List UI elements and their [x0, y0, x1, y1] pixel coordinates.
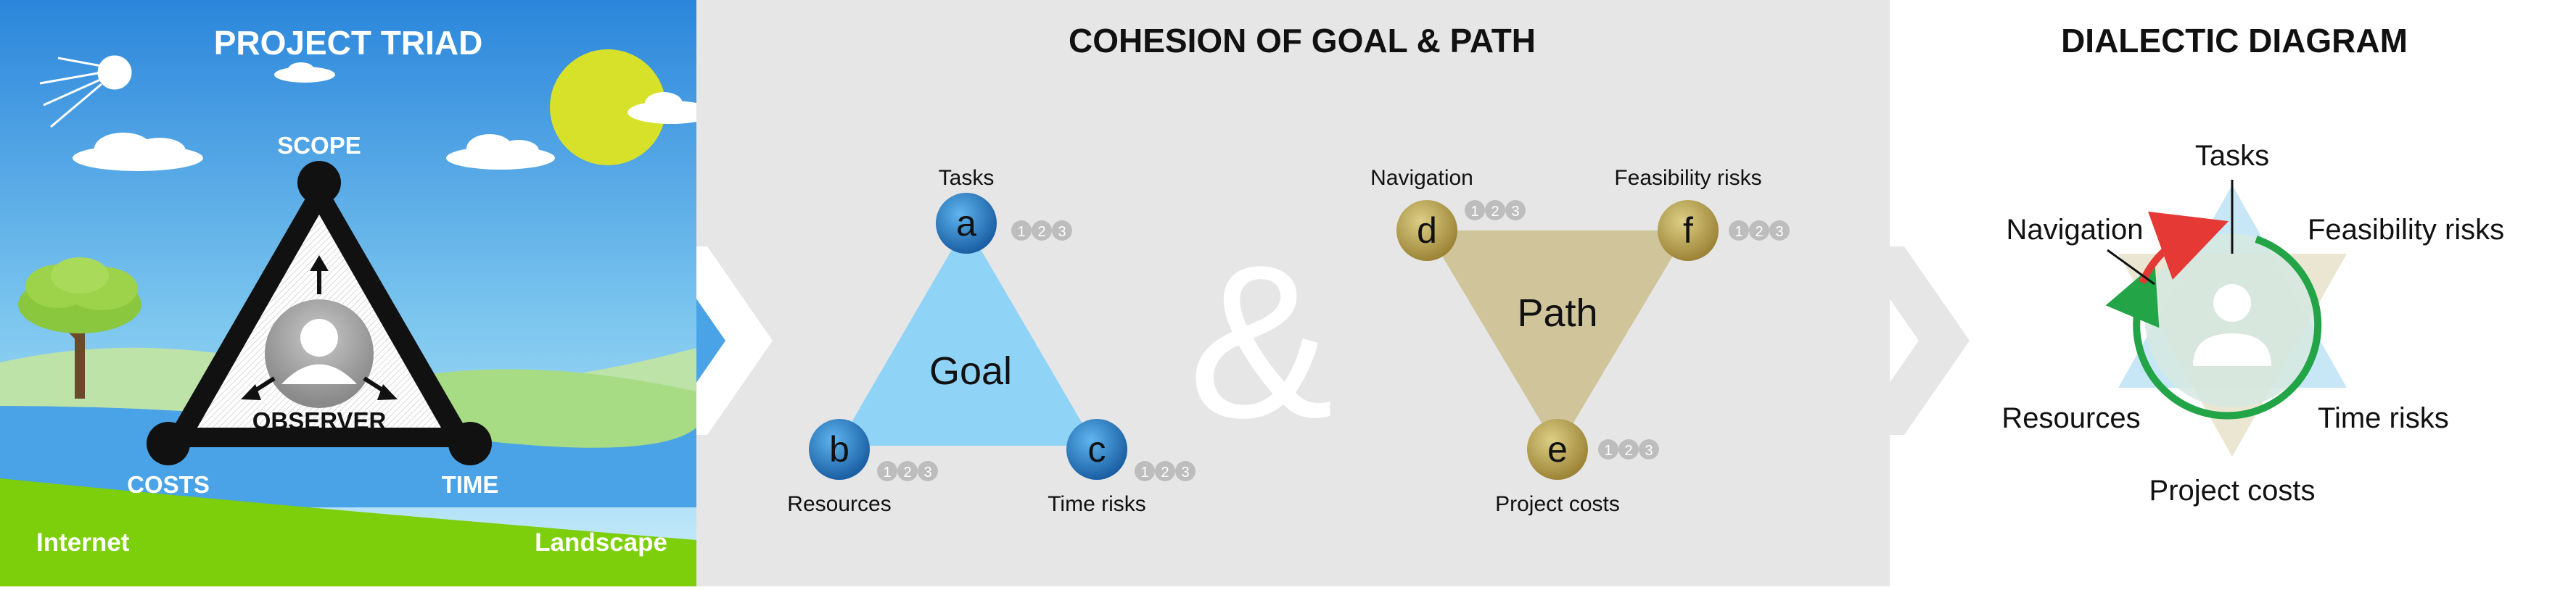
svg-text:1: 1: [1604, 443, 1612, 459]
node-e: e: [1527, 419, 1588, 480]
node-b: b: [809, 419, 870, 480]
dialectic-feasibility-risks: Feasibility risks: [2308, 214, 2504, 246]
dialectic-diagram: DIALECTIC DIAGRAM Tasks Navigation Feasi…: [1853, 22, 2504, 507]
panel2-title: COHESION OF GOAL & PATH: [1069, 22, 1536, 59]
svg-text:3: 3: [1058, 224, 1066, 240]
svg-text:2: 2: [1624, 443, 1632, 459]
dialectic-panel: DIALECTIC DIAGRAM Tasks Navigation Feasi…: [1853, 0, 2576, 586]
counter-badges-a: 1 2 3: [1011, 220, 1072, 241]
satellite-icon: [39, 55, 132, 128]
landscape-label: Landscape: [535, 528, 667, 557]
chevron-right-icon: [660, 246, 773, 435]
caption-feasibility-risks: Feasibility risks: [1614, 166, 1761, 190]
counter-badges-d: 1 2 3: [1465, 200, 1526, 220]
panel3-title: DIALECTIC DIAGRAM: [2061, 22, 2408, 59]
node-f: f: [1658, 200, 1719, 261]
svg-text:e: e: [1547, 429, 1568, 470]
svg-text:2: 2: [1161, 465, 1169, 481]
counter-badges-b: 1 2 3: [877, 461, 938, 481]
green-cycle-arrow: [2105, 236, 2322, 420]
counter-badges-f: 1 2 3: [1729, 220, 1790, 241]
goal-label: Goal: [929, 349, 1012, 393]
counter-badges-e: 1 2 3: [1598, 439, 1659, 460]
time-node: [448, 422, 492, 465]
svg-text:1: 1: [1140, 465, 1148, 481]
svg-text:2: 2: [903, 465, 911, 481]
scope-node: [297, 161, 341, 204]
svg-text:d: d: [1417, 210, 1437, 251]
costs-node: [147, 422, 190, 465]
svg-text:1: 1: [1470, 204, 1478, 220]
chevron-right-icon: [1853, 246, 1970, 435]
internet-label: Internet: [36, 528, 130, 557]
svg-text:1: 1: [883, 465, 891, 481]
svg-text:3: 3: [1511, 204, 1519, 220]
node-c: c: [1066, 419, 1127, 480]
scope-label: SCOPE: [277, 132, 361, 159]
svg-text:3: 3: [923, 465, 931, 481]
node-a: a: [936, 193, 997, 254]
dialectic-project-costs: Project costs: [2149, 475, 2316, 507]
dialectic-tasks: Tasks: [2195, 140, 2269, 172]
person-icon: [2193, 284, 2271, 366]
panel1-title: PROJECT TRIAD: [214, 24, 483, 62]
svg-text:f: f: [1683, 210, 1693, 251]
goal-path-diagram: COHESION OF GOAL & PATH Goal a Tasks 1 2…: [660, 22, 1890, 516]
dialectic-time-risks: Time risks: [2318, 402, 2449, 434]
svg-text:1: 1: [1735, 224, 1742, 240]
counter-badges-c: 1 2 3: [1135, 461, 1196, 481]
observer-icon: [241, 255, 398, 408]
goal-path-panel: COHESION OF GOAL & PATH Goal a Tasks 1 2…: [660, 0, 1890, 586]
caption-resources: Resources: [787, 492, 891, 516]
svg-text:c: c: [1088, 429, 1106, 470]
svg-text:1: 1: [1017, 224, 1025, 240]
svg-text:3: 3: [1181, 465, 1189, 481]
project-triad-panel: PROJECT TRIAD SCOPE OBSERVER COSTS TIME …: [0, 0, 715, 586]
ampersand: &: [1188, 220, 1333, 463]
svg-text:2: 2: [1491, 204, 1499, 220]
project-triad-illustration: PROJECT TRIAD SCOPE OBSERVER COSTS TIME …: [0, 0, 715, 586]
svg-text:b: b: [829, 429, 849, 470]
dialectic-resources: Resources: [2001, 402, 2140, 434]
node-d: d: [1396, 200, 1457, 261]
red-arrow: [2139, 211, 2229, 285]
tree-icon: [18, 257, 141, 399]
caption-navigation: Navigation: [1370, 166, 1473, 190]
svg-text:a: a: [956, 203, 976, 244]
goal-triangle: [838, 225, 1095, 446]
svg-text:2: 2: [1755, 224, 1763, 240]
dialectic-navigation: Navigation: [2006, 214, 2143, 246]
caption-tasks: Tasks: [939, 166, 995, 190]
caption-time-risks: Time risks: [1048, 492, 1146, 516]
observer-label: OBSERVER: [252, 407, 387, 434]
caption-project-costs: Project costs: [1495, 492, 1620, 516]
clouds: [73, 62, 715, 171]
time-label: TIME: [442, 471, 499, 498]
chevron-right-icon: [1861, 246, 1890, 435]
svg-text:2: 2: [1037, 224, 1045, 240]
sun: [550, 49, 666, 165]
svg-text:3: 3: [1645, 443, 1653, 459]
svg-text:3: 3: [1775, 224, 1783, 240]
path-triangle: [1427, 230, 1688, 449]
path-label: Path: [1517, 291, 1597, 335]
costs-label: COSTS: [127, 471, 210, 498]
